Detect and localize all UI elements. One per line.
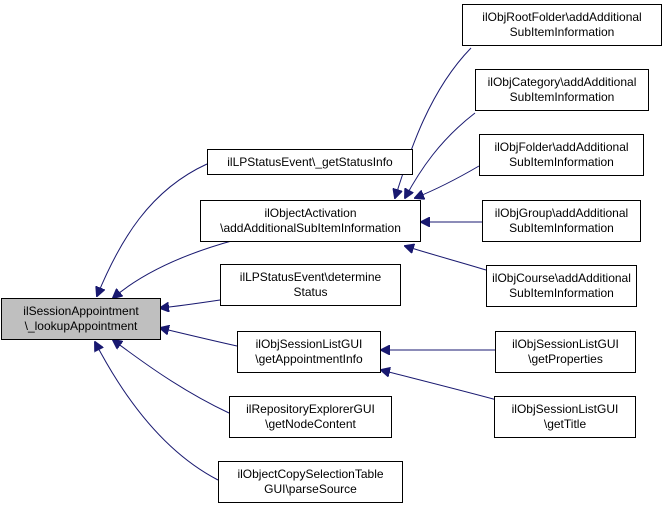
node-label-line1: ilObjCourse\addAdditional — [492, 271, 631, 285]
edge-copy-selection-to-root — [95, 342, 219, 481]
node-session-list-get-appointment-info[interactable]: ilObjSessionListGUI \getAppointmentInfo — [237, 331, 381, 373]
node-object-activation-add-info[interactable]: ilObjectActivation \addAdditionalSubItem… — [200, 200, 421, 242]
node-folder-add-info[interactable]: ilObjFolder\addAdditional SubItemInforma… — [479, 134, 644, 176]
edge-title-to-appointment-info — [381, 370, 498, 401]
edge-object-activation-to-root — [113, 239, 236, 298]
node-label-line2: SubItemInformation — [509, 25, 615, 39]
node-session-list-get-properties[interactable]: ilObjSessionListGUI \getProperties — [495, 331, 636, 373]
node-label-line1: ilObjGroup\addAdditional — [494, 206, 629, 220]
edge-lp-determine-status-to-root — [160, 299, 221, 308]
node-label-line2: \getTitle — [543, 417, 587, 431]
edge-folder-to-object-activation — [415, 165, 480, 198]
node-label-line1: ilObjFolder\addAdditional — [494, 140, 629, 154]
node-group-add-info[interactable]: ilObjGroup\addAdditional SubItemInformat… — [482, 200, 641, 242]
node-label-line2: SubItemInformation — [509, 286, 614, 300]
node-label-line1: ilObjCategory\addAdditional — [487, 75, 637, 89]
node-label-line1: ilObjSessionListGUI — [511, 402, 619, 416]
node-label-line1: ilObjSessionListGUI — [255, 337, 363, 351]
node-object-copy-selection-parse-source[interactable]: ilObjectCopySelectionTable GUI\parseSour… — [218, 461, 403, 503]
node-label-line2: \getAppointmentInfo — [255, 352, 363, 366]
node-repository-explorer-get-node-content[interactable]: ilRepositoryExplorerGUI \getNodeContent — [229, 396, 392, 438]
node-label-line1: ilSessionAppointment — [23, 304, 139, 318]
edge-root-folder-to-object-activation — [395, 47, 472, 198]
node-label-line1: ilObjSessionListGUI — [512, 337, 619, 351]
node-label-line2: SubItemInformation — [509, 90, 615, 104]
node-label-line2: \addAdditionalSubItemInformation — [220, 221, 401, 235]
node-label-line1: ilLPStatusEvent\_getStatusInfo — [227, 154, 393, 169]
node-root-folder-add-info[interactable]: ilObjRootFolder\addAdditional SubItemInf… — [462, 4, 662, 46]
edge-repo-explorer-to-root — [113, 340, 230, 414]
node-label-line2: \getProperties — [528, 352, 603, 366]
edge-lp-get-status-info-to-root — [97, 163, 208, 296]
node-label-line1: ilObjectCopySelectionTable — [237, 467, 384, 481]
node-label-line1: ilLPStatusEvent\determine — [239, 270, 382, 284]
edge-category-to-object-activation — [405, 112, 476, 198]
node-label-line2: SubItemInformation — [509, 155, 614, 169]
node-course-add-info[interactable]: ilObjCourse\addAdditional SubItemInforma… — [486, 265, 637, 307]
node-lp-status-event-get-status-info[interactable]: ilLPStatusEvent\_getStatusInfo — [207, 149, 413, 175]
edge-session-list-appointment-to-root — [160, 328, 238, 347]
edge-course-to-object-activation — [405, 246, 487, 271]
node-label-line2: \_lookupAppointment — [24, 319, 138, 333]
node-label-line2: Status — [293, 285, 328, 299]
node-label-line2: SubItemInformation — [509, 221, 614, 235]
node-label-line2: \getNodeContent — [265, 417, 356, 431]
node-label-line1: ilObjectActivation — [264, 206, 357, 220]
node-session-list-get-title[interactable]: ilObjSessionListGUI \getTitle — [494, 396, 636, 438]
node-category-add-info[interactable]: ilObjCategory\addAdditional SubItemInfor… — [475, 69, 649, 111]
node-label-line1: ilObjRootFolder\addAdditional — [482, 10, 642, 24]
node-lp-status-event-determine-status[interactable]: ilLPStatusEvent\determine Status — [220, 264, 401, 306]
node-label-line2: GUI\parseSource — [264, 482, 357, 496]
node-session-appointment-lookup[interactable]: ilSessionAppointment \_lookupAppointment — [1, 298, 161, 340]
node-label-line1: ilRepositoryExplorerGUI — [246, 402, 375, 416]
